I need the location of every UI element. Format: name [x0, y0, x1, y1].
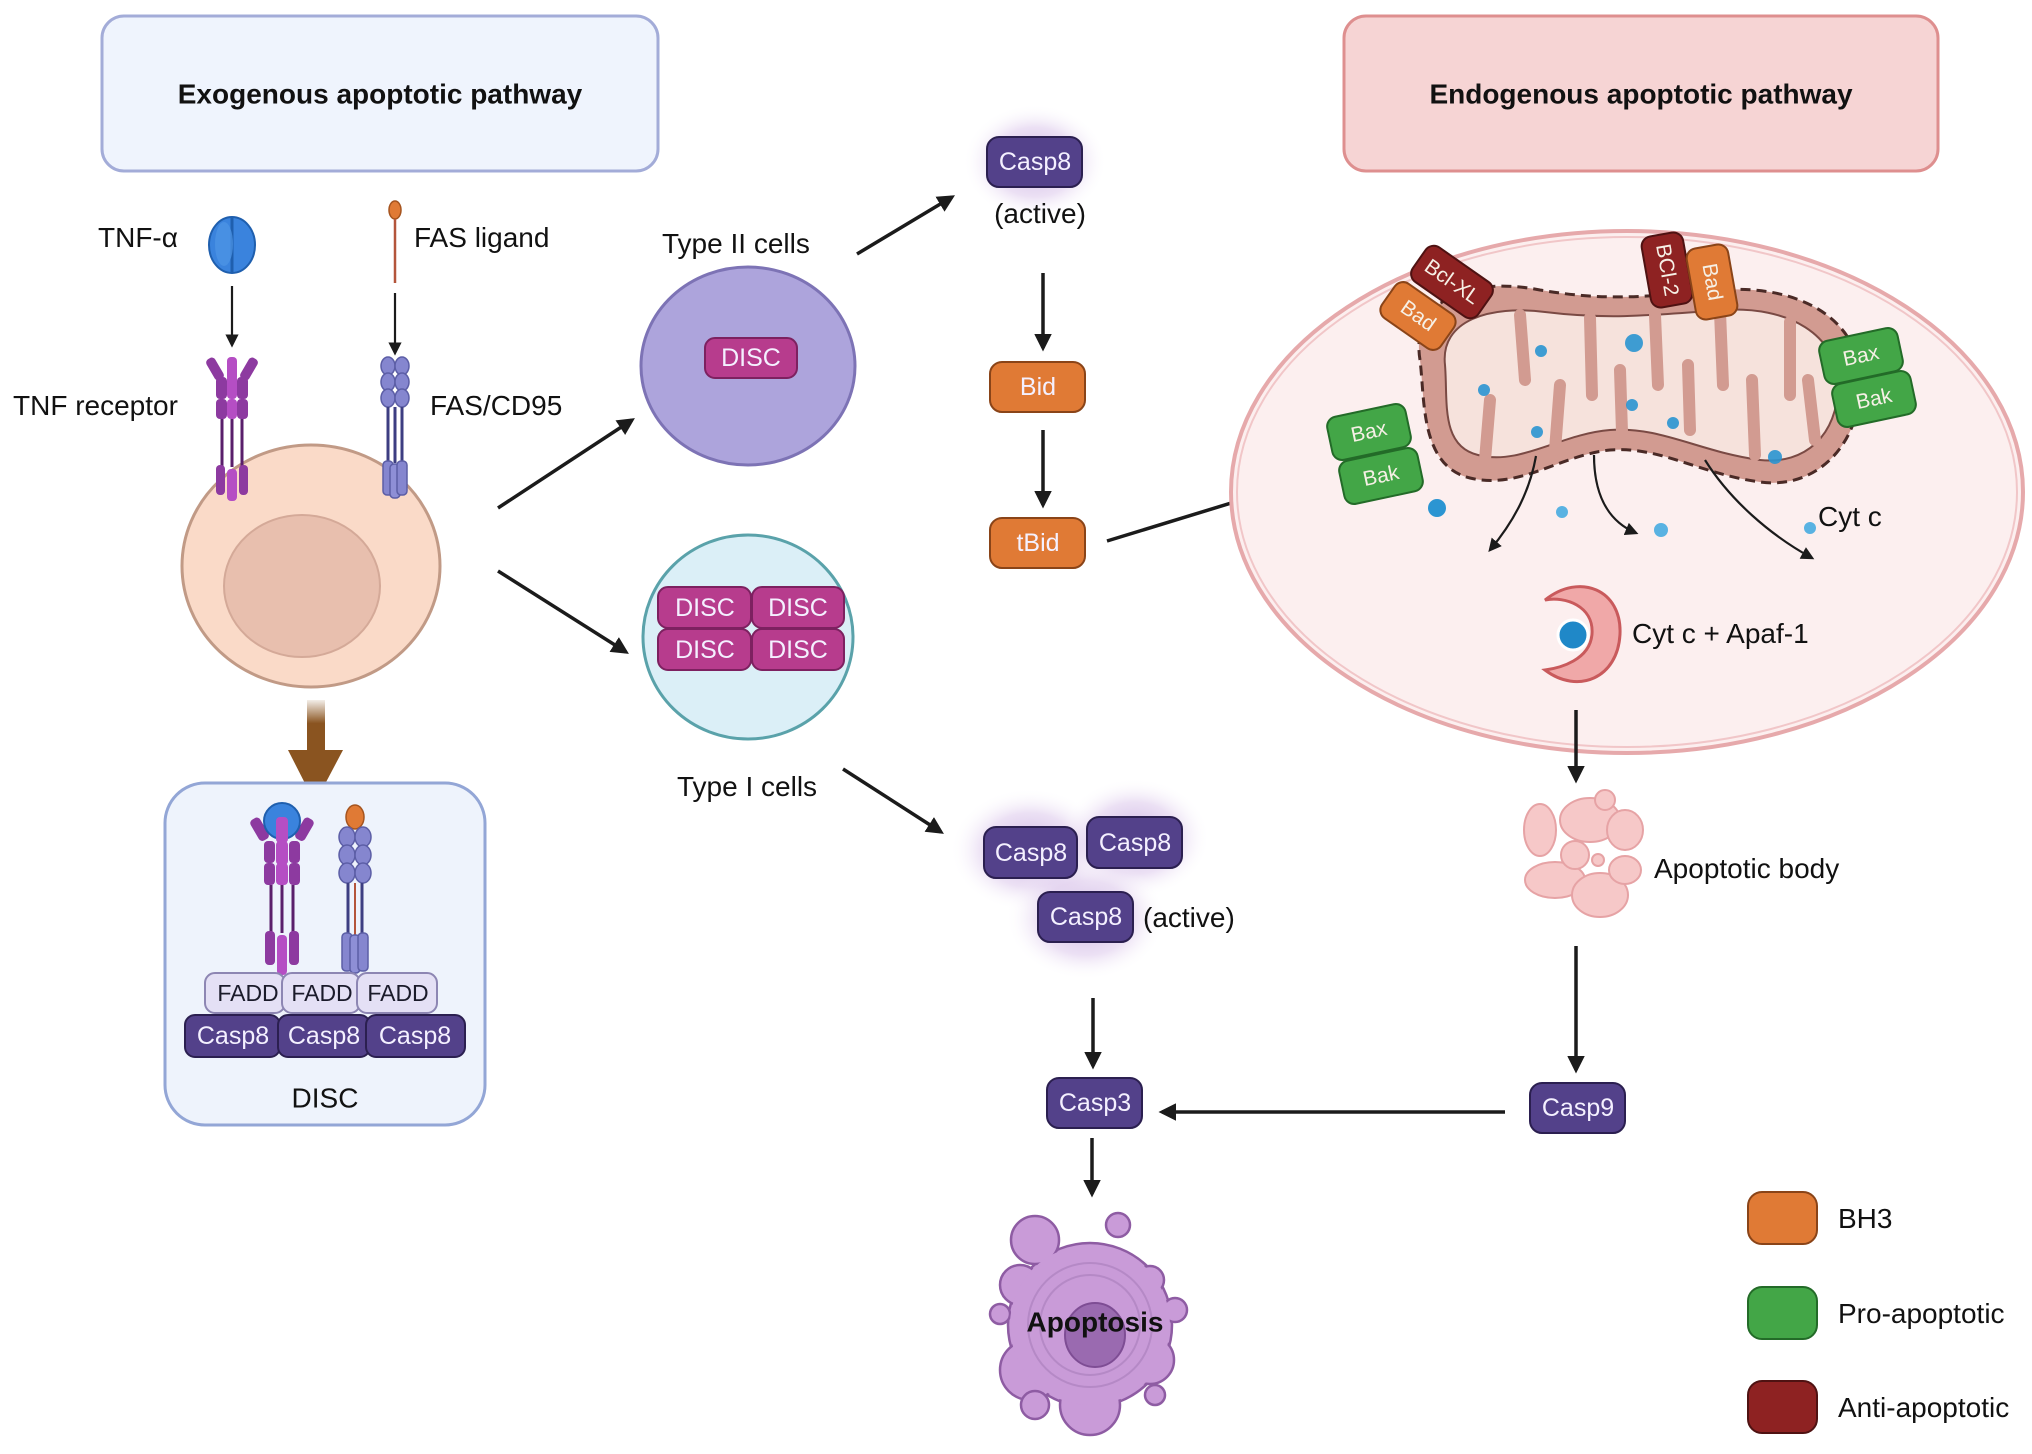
legend: BH3 Pro-apoptotic Anti-apoptotic — [1747, 1191, 2009, 1434]
casp8-box: Casp8 — [277, 1014, 371, 1058]
svg-text:Casp8: Casp8 — [379, 1022, 451, 1050]
fas-ligand-label: FAS ligand — [414, 222, 549, 253]
endogenous-header-title: Endogenous apoptotic pathway — [1429, 79, 1853, 110]
cytochrome-c-dots — [1428, 499, 1816, 537]
svg-text:Casp8: Casp8 — [288, 1022, 360, 1050]
mitochondrion-icon — [1417, 284, 1862, 485]
tnf-alpha-label: TNF-α — [98, 222, 178, 253]
apaf1-icon — [1541, 585, 1622, 684]
tnf-receptor-icon — [206, 357, 258, 501]
svg-text:Casp8: Casp8 — [197, 1022, 269, 1050]
casp8-active-label: (active) — [994, 198, 1086, 229]
svg-text:DISC: DISC — [768, 594, 828, 622]
disc-box: DISC — [751, 586, 845, 629]
arrow-type1-to-casp8 — [842, 767, 944, 834]
casp8-cluster-active-label: (active) — [1143, 902, 1235, 933]
svg-text:Casp9: Casp9 — [1542, 1094, 1614, 1122]
type1-label: Type I cells — [677, 771, 817, 802]
fadd-box: FADD — [356, 972, 438, 1014]
casp9-box: Casp9 — [1529, 1082, 1626, 1134]
bad-left-box: Bad — [1379, 281, 1457, 351]
legend-swatch — [1747, 1191, 1818, 1245]
disc-box: DISC — [657, 628, 752, 671]
svg-text:Casp8: Casp8 — [999, 148, 1071, 176]
tnf-alpha-icon — [208, 216, 256, 274]
legend-label: Anti-apoptotic — [1838, 1392, 2009, 1423]
bad-top-box: Bad — [1685, 243, 1739, 321]
fas-ligand-icon — [388, 200, 402, 283]
bcl-2-box: BCl-2 — [1640, 231, 1694, 309]
apoptosis-cell-icon — [988, 1211, 1189, 1437]
casp8-box: Casp8 — [184, 1014, 281, 1058]
legend-swatch — [1747, 1286, 1818, 1340]
apoptotic-body-icon — [1523, 789, 1644, 918]
svg-text:DISC: DISC — [721, 344, 781, 372]
svg-text:DISC: DISC — [675, 594, 735, 622]
endogenous-header: Endogenous apoptotic pathway — [1342, 14, 1940, 173]
legend-item-pro-apoptotic: Pro-apoptotic — [1747, 1286, 2005, 1340]
nucleus — [223, 514, 381, 658]
fas-receptor-icon — [380, 356, 410, 499]
casp3-box: Casp3 — [1046, 1077, 1143, 1129]
svg-text:Casp3: Casp3 — [1059, 1089, 1131, 1117]
svg-text:Bid: Bid — [1020, 373, 1056, 401]
type2-cell: DISC — [639, 265, 857, 467]
exogenous-header-title: Exogenous apoptotic pathway — [178, 79, 583, 110]
apoptotic-body-label: Apoptotic body — [1654, 853, 1839, 884]
tnf-receptor-label: TNF receptor — [13, 390, 178, 421]
casp8-box: Casp8 — [1086, 816, 1183, 869]
bax-right-box: Bax — [1818, 327, 1904, 385]
arrow-type2-to-casp8 — [856, 195, 956, 256]
svg-text:Casp8: Casp8 — [1099, 829, 1171, 857]
exogenous-cell — [180, 443, 442, 689]
svg-text:FADD: FADD — [367, 980, 428, 1006]
svg-text:tBid: tBid — [1016, 529, 1059, 557]
disc-complex-label: DISC — [292, 1083, 359, 1114]
legend-item-bh3: BH3 — [1747, 1191, 1892, 1245]
svg-text:Casp8: Casp8 — [1050, 903, 1122, 931]
legend-label: Pro-apoptotic — [1838, 1298, 2005, 1329]
svg-text:Casp8: Casp8 — [995, 839, 1067, 867]
brown-arrow — [288, 700, 343, 803]
bax-left-box: Bax — [1326, 403, 1412, 461]
apoptosis-label: Apoptosis — [1027, 1307, 1164, 1338]
fas-receptor-bound-icon — [338, 804, 372, 974]
cyt-c-label: Cyt c — [1818, 501, 1882, 532]
bak-right-box: Bak — [1831, 370, 1917, 428]
cyt-c-release-arrows — [1488, 454, 1815, 560]
type2-label: Type II cells — [662, 228, 810, 259]
disc-box: DISC — [704, 337, 798, 379]
bid-box: Bid — [989, 361, 1086, 413]
apoptosome-label: Cyt c + Apaf-1 — [1632, 618, 1809, 649]
tbid-box: tBid — [989, 517, 1086, 569]
svg-text:DISC: DISC — [768, 636, 828, 664]
legend-label: BH3 — [1838, 1203, 1892, 1234]
svg-text:DISC: DISC — [675, 636, 735, 664]
endogenous-header-box — [1342, 14, 1940, 173]
legend-item-anti-apoptotic: Anti-apoptotic — [1747, 1380, 2009, 1434]
bak-left-box: Bak — [1338, 447, 1424, 505]
casp8-box: Casp8 — [983, 826, 1078, 879]
disc-box: DISC — [751, 628, 845, 671]
fadd-box: FADD — [281, 972, 361, 1014]
casp8-box: Casp8 — [365, 1014, 466, 1058]
disc-box: DISC — [657, 586, 752, 629]
exogenous-header-box — [100, 14, 660, 173]
arrow-to-type1 — [497, 569, 629, 654]
fadd-box: FADD — [204, 972, 286, 1014]
casp8-active-box: Casp8 — [986, 136, 1083, 188]
fas-cd95-label: FAS/CD95 — [430, 390, 562, 421]
type1-cell: DISC DISC DISC DISC — [641, 533, 855, 741]
cytochrome-c-icon — [1556, 618, 1590, 652]
tnf-receptor-bound-icon — [250, 802, 314, 975]
arrow-to-type2 — [497, 418, 635, 510]
legend-swatch — [1747, 1380, 1818, 1434]
svg-text:FADD: FADD — [217, 980, 278, 1006]
exogenous-header: Exogenous apoptotic pathway — [100, 14, 660, 173]
disc-complex-box — [163, 781, 487, 1127]
disc-complex: FADD FADD FADD Casp8 Casp8 Casp8 DISC — [163, 781, 487, 1127]
svg-text:FADD: FADD — [291, 980, 352, 1006]
casp8-box: Casp8 — [1037, 891, 1134, 943]
bcl-xl-box: Bcl-XL — [1410, 244, 1494, 320]
